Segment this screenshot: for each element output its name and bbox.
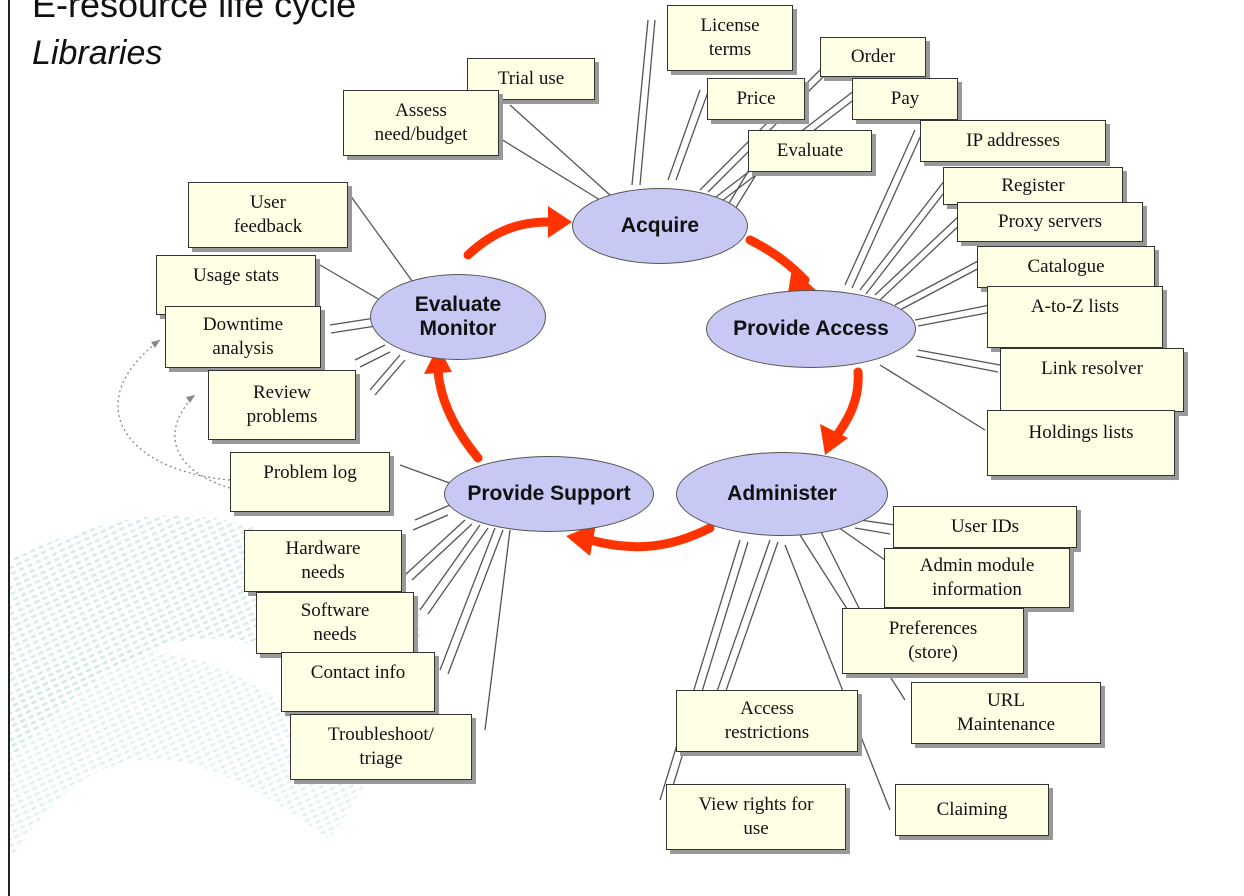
- stage-acquire[interactable]: Acquire: [572, 188, 748, 264]
- task-software-needs: Software needs: [256, 592, 414, 654]
- task-license-terms: License terms: [667, 5, 793, 71]
- task-claiming: Claiming: [895, 784, 1049, 836]
- task-problem-log: Problem log: [230, 452, 390, 512]
- task-usage-stats: Usage stats: [156, 255, 316, 315]
- task-holdings-lists: Holdings lists: [987, 410, 1175, 476]
- task-register: Register: [943, 167, 1123, 205]
- slide-border: [8, 0, 10, 896]
- stage-provide-support[interactable]: Provide Support: [444, 456, 654, 532]
- task-access-restrictions: Access restrictions: [676, 690, 858, 752]
- task-pay: Pay: [852, 78, 958, 120]
- task-user-ids: User IDs: [893, 506, 1077, 548]
- task-admin-module: Admin module information: [884, 548, 1070, 608]
- task-preferences: Preferences (store): [842, 608, 1024, 674]
- stage-administer[interactable]: Administer: [676, 452, 888, 536]
- slide-title: E-resource life cycle: [32, 0, 357, 25]
- slide-subtitle: Libraries: [32, 34, 163, 72]
- task-hardware-needs: Hardware needs: [244, 530, 402, 592]
- task-catalogue: Catalogue: [977, 246, 1155, 288]
- task-contact-info: Contact info: [281, 652, 435, 712]
- task-evaluate: Evaluate: [748, 130, 872, 172]
- task-price: Price: [707, 78, 805, 120]
- task-order: Order: [820, 37, 926, 77]
- task-assess-need: Assess need/budget: [343, 90, 499, 156]
- task-view-rights: View rights for use: [666, 784, 846, 850]
- stage-provide-access[interactable]: Provide Access: [706, 290, 916, 368]
- stage-evaluate-monitor[interactable]: Evaluate Monitor: [370, 274, 546, 360]
- task-proxy-servers: Proxy servers: [957, 202, 1143, 242]
- task-review-problems: Review problems: [208, 370, 356, 440]
- task-ip-addresses: IP addresses: [920, 120, 1106, 162]
- task-downtime-analysis: Downtime analysis: [165, 306, 321, 368]
- task-link-resolver: Link resolver: [1000, 348, 1184, 412]
- task-user-feedback: User feedback: [188, 182, 348, 248]
- task-troubleshoot: Troubleshoot/ triage: [290, 714, 472, 780]
- task-a-to-z-lists: A-to-Z lists: [987, 286, 1163, 348]
- task-url-maintenance: URL Maintenance: [911, 682, 1101, 744]
